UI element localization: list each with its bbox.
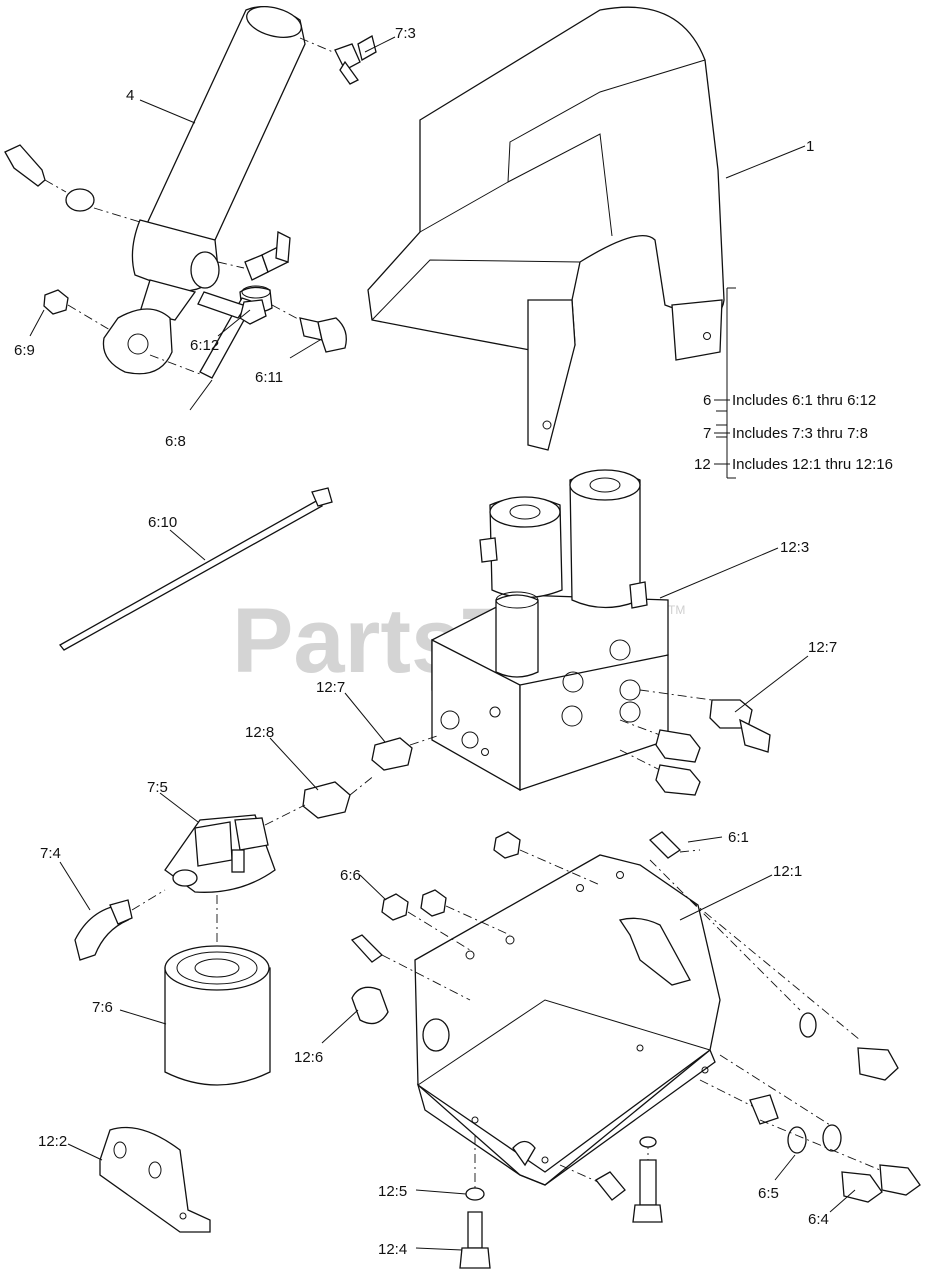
callout-6-8: 6:8	[165, 433, 186, 450]
part-bolt-6-11	[271, 304, 347, 353]
part-fitting-12-8	[302, 774, 376, 819]
part-fitting-7-3	[334, 35, 377, 85]
callout-12-3: 12:3	[780, 539, 809, 556]
callout-1: 1	[806, 138, 814, 155]
part-mount-plate	[414, 854, 721, 1186]
legend-num: 6	[703, 392, 711, 409]
callout-6-9: 6:9	[14, 342, 35, 359]
callouts: 7:3 4 1 6:9 6:12 6:11 6:8 6:10 12:3 12:7…	[14, 25, 837, 1258]
legend-num: 12	[694, 456, 711, 473]
callout-6-10: 6:10	[148, 514, 177, 531]
callout-12-5: 12:5	[378, 1183, 407, 1200]
legend-row-12: 12 Includes 12:1 thru 12:16	[694, 456, 893, 473]
legend-row-7: 7 Includes 7:3 thru 7:8	[703, 425, 868, 442]
part-filter-element	[164, 945, 271, 1086]
part-nut-6-9	[43, 289, 111, 331]
callout-6-12: 6:12	[190, 337, 219, 354]
callout-7-3: 7:3	[395, 25, 416, 42]
legend-text: Includes 12:1 thru 12:16	[732, 456, 893, 473]
watermark-tm: TM	[668, 603, 685, 617]
callout-12-4: 12:4	[378, 1241, 407, 1258]
part-valve-block	[431, 469, 669, 792]
part-elbow-7-4	[74, 889, 166, 961]
legend-text: Includes 7:3 thru 7:8	[732, 425, 868, 442]
callout-7-6: 7:6	[92, 999, 113, 1016]
legend-row-6: 6 Includes 6:1 thru 6:12	[703, 392, 876, 409]
callout-12-1: 12:1	[773, 863, 802, 880]
callout-7-5: 7:5	[147, 779, 168, 796]
part-elbow-fitting	[217, 230, 291, 281]
callout-6-4: 6:4	[808, 1211, 829, 1228]
callout-12-7-right: 12:7	[808, 639, 837, 656]
callout-12-8: 12:8	[245, 724, 274, 741]
legend-text: Includes 6:1 thru 6:12	[732, 392, 876, 409]
part-fitting-12-7-left	[371, 734, 441, 771]
callout-6-11: 6:11	[255, 369, 283, 386]
callout-12-2: 12:2	[38, 1133, 67, 1150]
callout-6-6: 6:6	[340, 867, 361, 884]
callout-6-5: 6:5	[758, 1185, 779, 1202]
callout-12-6: 12:6	[294, 1049, 323, 1066]
part-fittings-12-7	[619, 689, 771, 796]
callout-12-7-left: 12:7	[316, 679, 345, 696]
legend-num: 7	[703, 425, 711, 442]
callout-6-1: 6:1	[728, 829, 749, 846]
part-pin-left	[4, 144, 141, 223]
callout-4: 4	[126, 87, 134, 104]
callout-7-4: 7:4	[40, 845, 61, 862]
part-cylinder	[102, 6, 306, 375]
legend: 6 Includes 6:1 thru 6:12 7 Includes 7:3 …	[694, 287, 893, 479]
part-hardware	[350, 831, 921, 1269]
part-filter-head	[164, 814, 276, 893]
leader-lines	[29, 36, 856, 1251]
part-cover	[367, 6, 725, 451]
part-cable-tie	[59, 487, 333, 651]
part-bracket-12-2	[99, 1126, 211, 1233]
